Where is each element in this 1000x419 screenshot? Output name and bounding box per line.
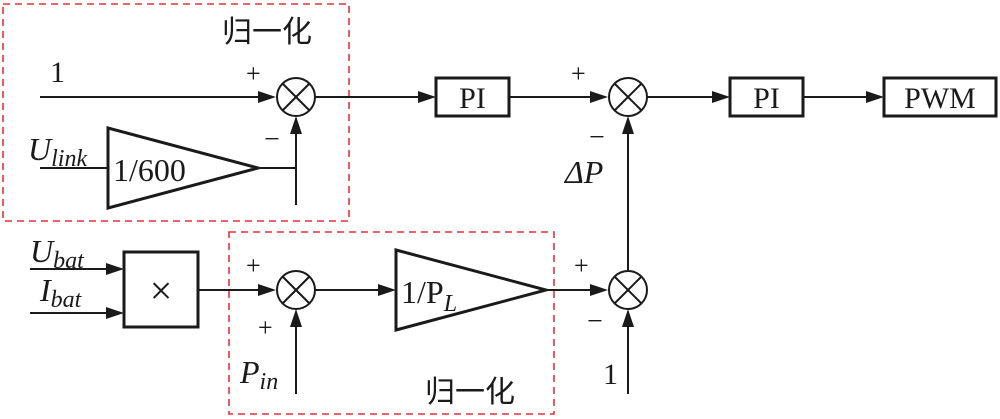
sum4-plus-left-sign: + (246, 251, 261, 280)
arrow-to-sum4 (258, 284, 276, 296)
gain-1-600-triangle (106, 126, 264, 210)
normalization-box-bottom (228, 231, 555, 415)
arrow-to-pwm (866, 91, 884, 103)
arrow-i-bat (106, 307, 124, 319)
normalization-label-top: 归一化 (222, 15, 312, 50)
sum3-plus-sign: + (574, 251, 589, 280)
arrow-to-sum1 (258, 91, 276, 103)
pi-block-1-label: PI (459, 82, 486, 115)
arrow-to-pi1 (418, 91, 436, 103)
arrow-up-to-sum4 (290, 309, 302, 327)
arrow-up-to-sum2 (622, 116, 634, 134)
sum1-minus-sign: − (264, 124, 280, 155)
p-in-label: Pin (239, 354, 278, 395)
sum-junction-1 (276, 77, 316, 117)
u-link-label: Ulink (28, 131, 87, 172)
arrow-to-sum2 (590, 91, 608, 103)
sum3-minus-sign: − (587, 306, 603, 337)
arrow-to-pi2 (712, 91, 730, 103)
sum4-plus-bottom-sign: + (258, 313, 273, 342)
delta-p-label: ΔP (563, 154, 603, 190)
arrow-up-to-sum1 (290, 116, 302, 134)
arrow-up-to-sum3 (622, 309, 634, 327)
normalization-label-bottom: 归一化 (425, 375, 515, 410)
arrow-to-sum3 (590, 284, 608, 296)
input-one-top-label: 1 (50, 56, 65, 89)
gain-1-pl-label: 1/PL (401, 274, 457, 317)
i-bat-label: Ibat (39, 272, 83, 313)
arrow-to-gain-pl (378, 284, 396, 296)
multiplier-symbol: × (150, 268, 173, 313)
sum-junction-3 (608, 270, 648, 310)
u-bat-label: Ubat (30, 233, 85, 274)
input-one-bottom-label: 1 (603, 358, 618, 391)
sum-junction-2 (608, 77, 648, 117)
pwm-block (882, 76, 998, 118)
sum-junction-4 (276, 270, 316, 310)
arrow-u-bat (106, 263, 124, 275)
gain-1-600-label: 1/600 (113, 152, 186, 188)
pwm-block-label: PWM (904, 82, 976, 115)
normalization-box-top (2, 3, 350, 222)
gain-1-pl-triangle (394, 248, 552, 332)
pi-block-2-label: PI (753, 82, 780, 115)
sum2-minus-sign: − (589, 122, 605, 153)
sum2-plus-sign: + (571, 59, 586, 88)
sum1-plus-sign: + (246, 59, 261, 88)
